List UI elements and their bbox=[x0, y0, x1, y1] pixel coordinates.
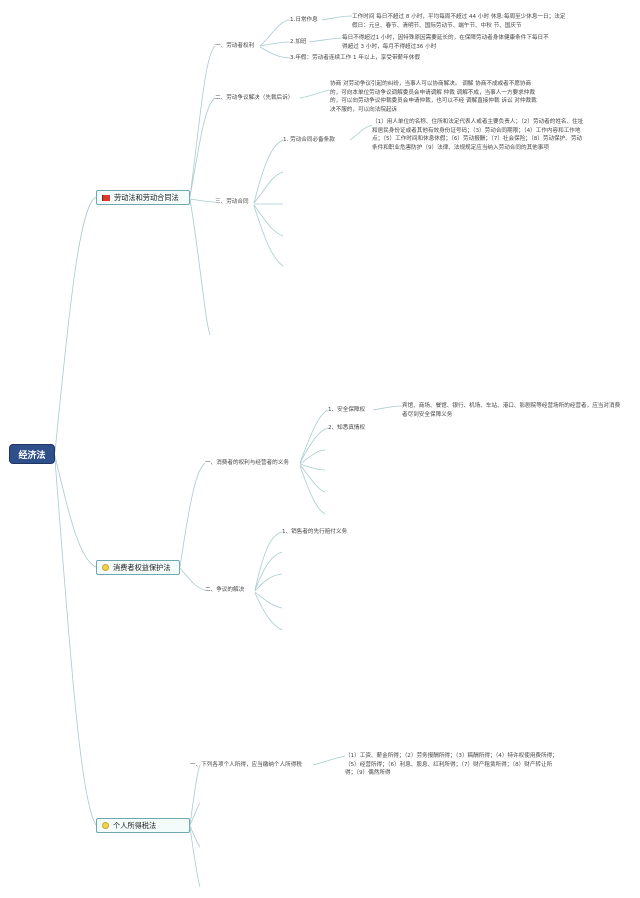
star-icon bbox=[102, 564, 109, 571]
node-worker-rights[interactable]: 一、劳动者权利 bbox=[215, 43, 255, 49]
node-seller-compensation[interactable]: 1、销售者的先行赔付义务 bbox=[282, 529, 348, 535]
node-labor-contract[interactable]: 三、劳动合同 bbox=[215, 199, 249, 205]
node-overtime-detail[interactable]: 每日不得超过1 小时，因特殊原因需要延长的，在保障劳动者身体健康条件下每日不得超… bbox=[342, 35, 549, 50]
red-flag-icon bbox=[102, 194, 110, 201]
node-right-to-know[interactable]: 2、知悉真情权 bbox=[328, 425, 366, 431]
branch-label: 消费者权益保护法 bbox=[113, 562, 171, 572]
node-safety-right-detail[interactable]: 宾馆、商场、餐馆、银行、机场、车站、港口、影剧院等经营场所的经营者，应当对消费者… bbox=[402, 403, 621, 418]
node-dispute-resolution[interactable]: 二、劳动争议解决（先裁后诉） bbox=[215, 95, 294, 101]
branch-income-tax[interactable]: 个人所得税法 bbox=[96, 818, 190, 833]
node-safety-right[interactable]: 1、安全保障权 bbox=[328, 407, 366, 413]
branch-consumer-protection[interactable]: 消费者权益保护法 bbox=[96, 560, 180, 575]
branch-label: 个人所得税法 bbox=[113, 820, 157, 830]
node-dispute-detail[interactable]: 协商 对劳动争议引起的纠纷，当事人可以协商解决。 调解 协商不成或者不愿协商的，… bbox=[330, 81, 537, 113]
node-overtime[interactable]: 2.加班 bbox=[290, 39, 307, 45]
node-daily-rest[interactable]: 1.日常作息 bbox=[290, 17, 318, 23]
node-taxable-income-detail[interactable]: （1）工资、薪金所得；（2）劳务报酬所得；（3）稿酬所得；（4）特许权使用费所得… bbox=[345, 753, 558, 777]
node-dispute-settlement[interactable]: 二、争议的解决 bbox=[205, 587, 245, 593]
star-icon bbox=[102, 822, 109, 829]
node-taxable-income[interactable]: 一、下列各项个人所得，应当缴纳个人所得税 bbox=[190, 762, 302, 768]
node-contract-clauses-detail[interactable]: （1）用人单位的名称、住所和法定代表人或者主要负责人；（2）劳动者的姓名、住址和… bbox=[372, 119, 584, 151]
branch-labor-law[interactable]: 劳动法和劳动合同法 bbox=[96, 190, 190, 205]
node-consumer-rights[interactable]: 一、消费者的权利与经营者的义务 bbox=[205, 460, 289, 466]
node-daily-rest-detail[interactable]: 工作时间 每日不超过 8 小时，平均每周不超过 44 小时 休息:每周至少休息一… bbox=[352, 14, 566, 29]
node-contract-clauses[interactable]: 1. 劳动合同必备条款 bbox=[283, 137, 335, 143]
branch-label: 劳动法和劳动合同法 bbox=[114, 192, 179, 202]
node-annual-leave[interactable]: 3.年假：劳动者连续工作 1 年以上，享受带薪年休假 bbox=[290, 55, 420, 61]
root-node[interactable]: 经济法 bbox=[9, 444, 55, 464]
